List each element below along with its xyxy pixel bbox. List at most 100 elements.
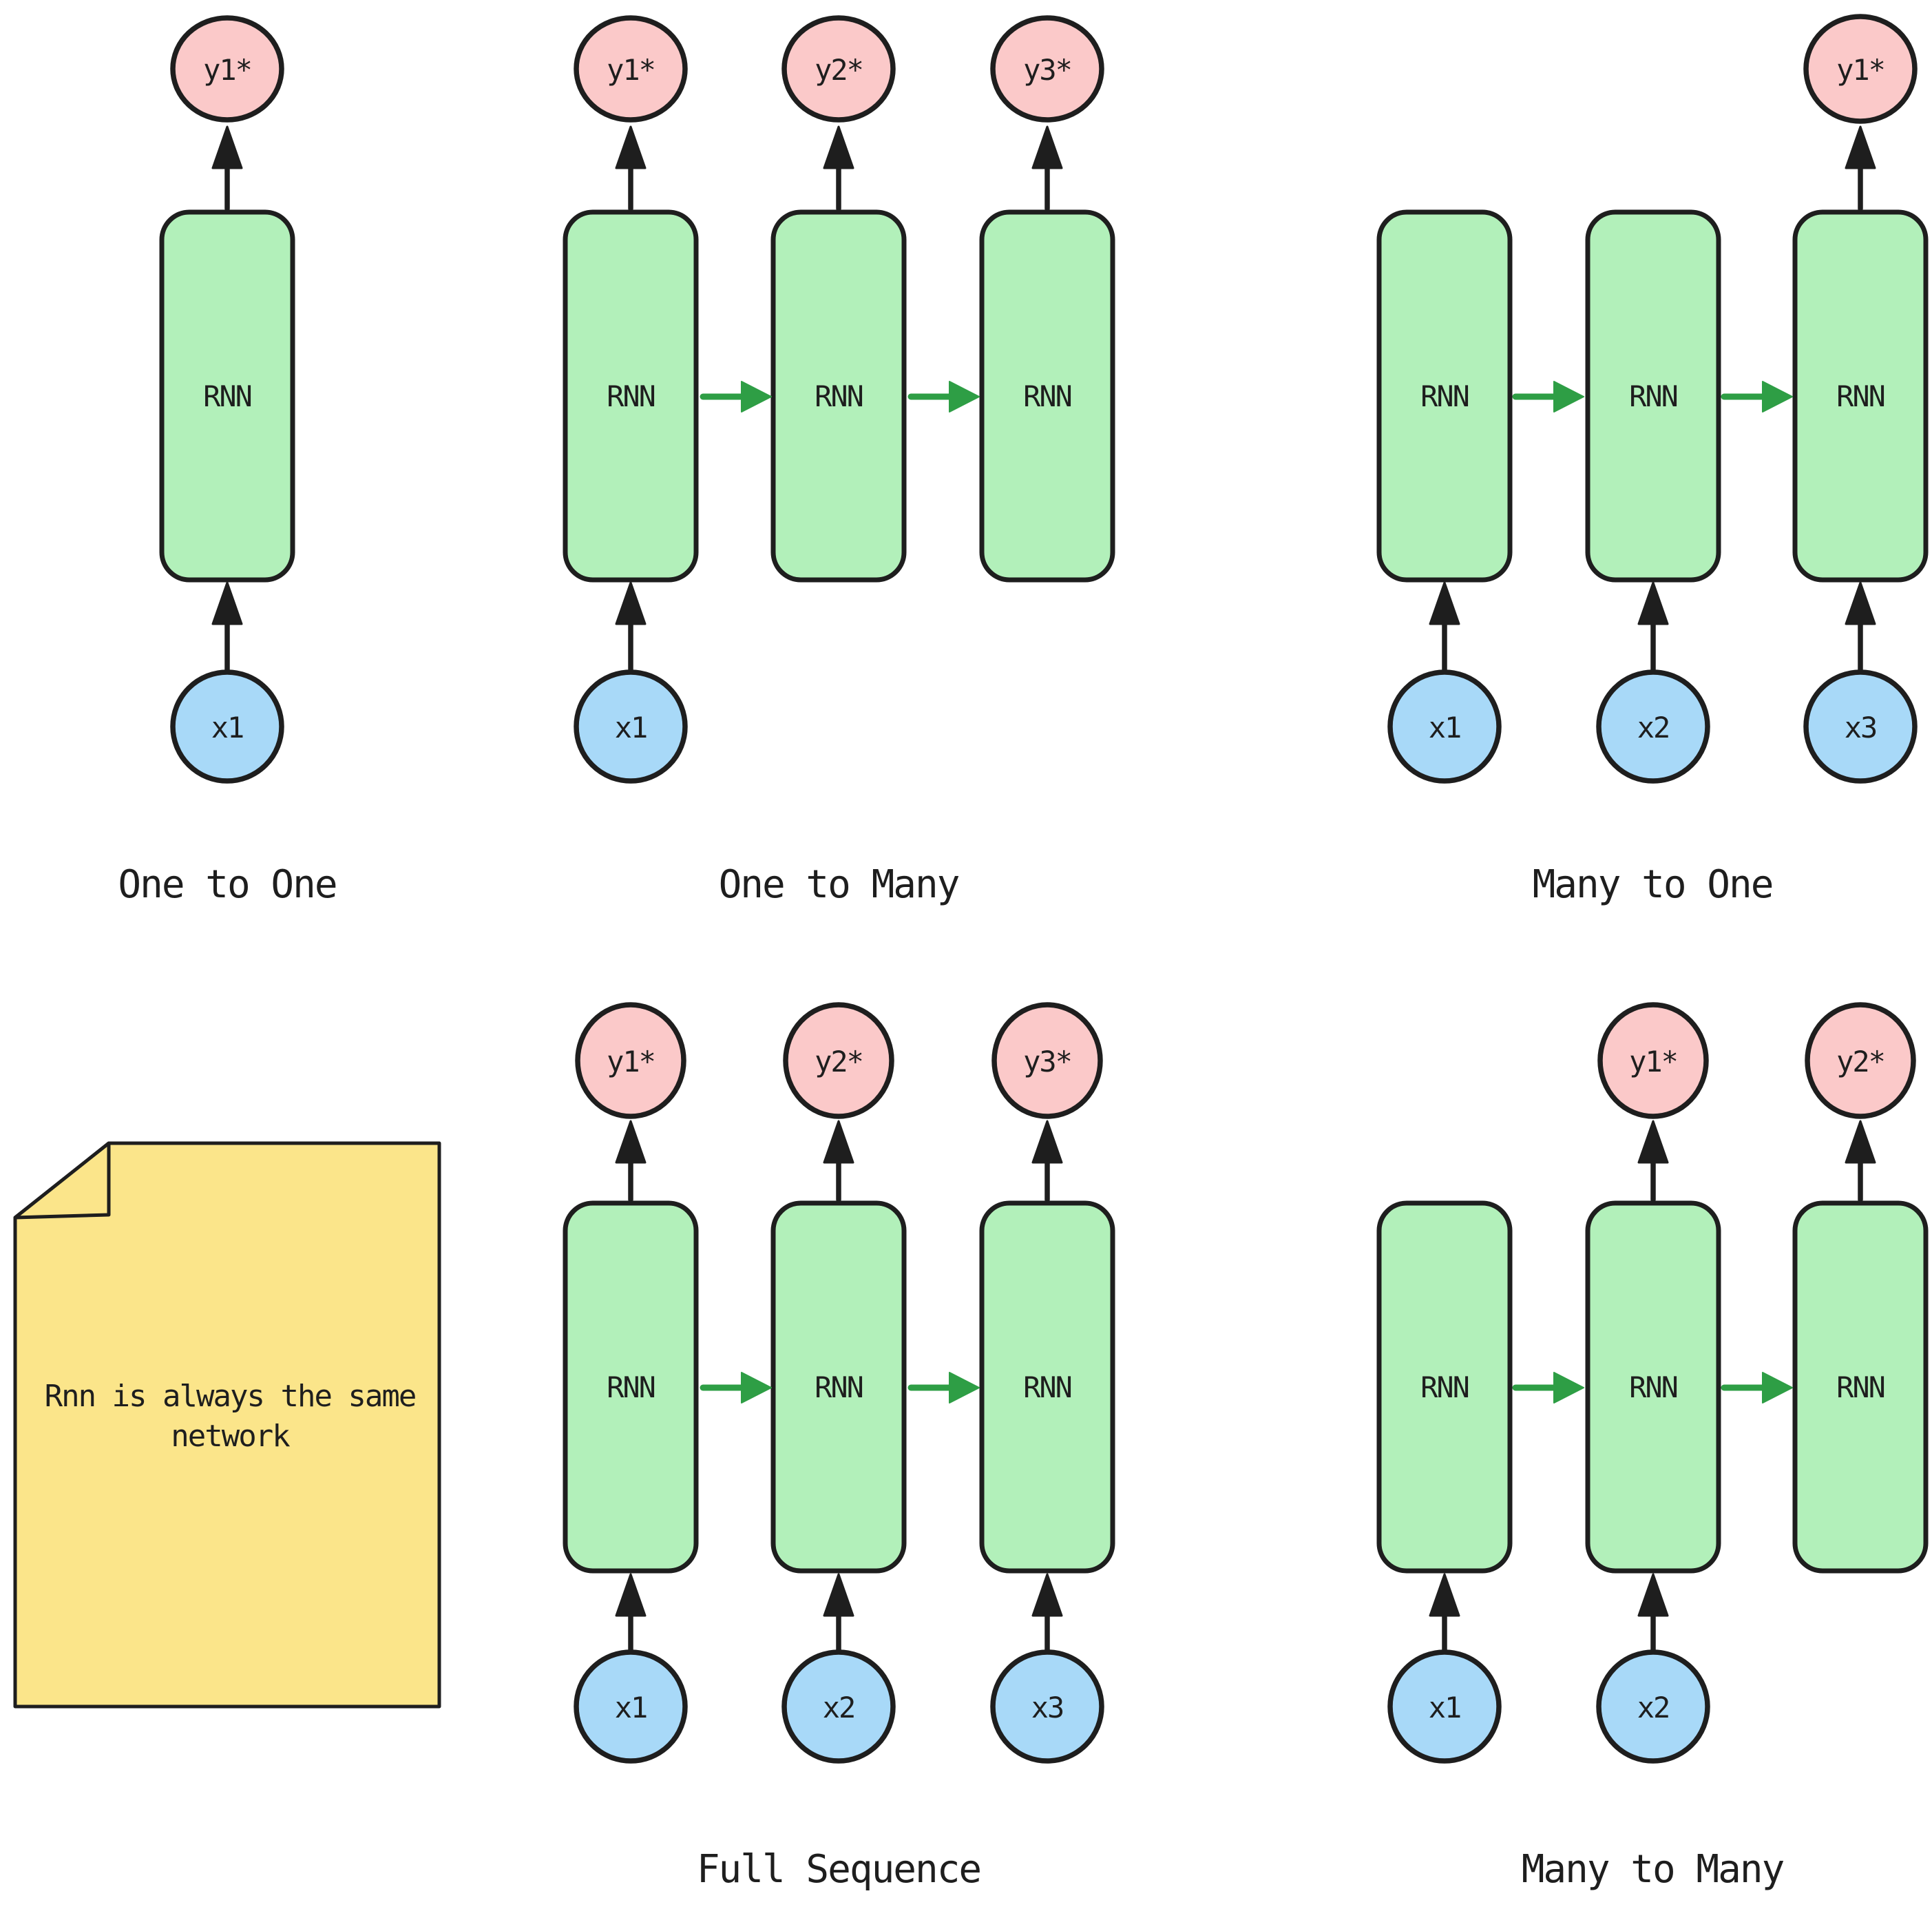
rnn-box [1792,209,1929,583]
output-circle [574,15,688,123]
rnn-label: RNN [1420,1370,1469,1404]
hidden-state-arrowhead-icon [1553,1372,1584,1404]
hidden-state-arrowhead-icon [949,1372,980,1404]
rnn-box [159,209,295,583]
rnn-box [770,209,907,583]
output-arrowhead-icon [211,125,243,169]
output-label: y1* [1629,1045,1677,1078]
output-circle [575,1002,686,1119]
output-arrowhead-icon [1637,1120,1669,1164]
rnn-box [563,1200,699,1574]
output-arrowhead-icon [823,1120,854,1164]
input-circle [1387,669,1502,784]
sticky-note-fold-icon [13,1141,111,1220]
note-text-line1: Rnn is always the same [45,1379,416,1414]
rnn-box [1376,209,1513,583]
output-label: y2* [815,53,863,87]
rnn-box [979,209,1115,583]
hidden-state-arrowhead-icon [1762,381,1793,413]
input-arrowhead-icon [1031,1573,1063,1617]
rnn-box [1585,209,1721,583]
input-arrowhead-icon [615,581,647,625]
diagram-caption: One to One [118,862,336,907]
rnn-box [1792,1200,1929,1574]
output-circle [991,1002,1103,1119]
rnn-box [1376,1200,1513,1574]
input-circle [1387,1649,1502,1764]
output-label: y1* [1836,53,1884,87]
output-arrowhead-icon [615,125,647,169]
diagram-many-to-many: y1* y2* RNN RNN RNN x1 x2 Many to Many [1376,1002,1929,1892]
diagram-caption: Full Sequence [697,1847,980,1892]
hidden-state-arrowhead-icon [741,1372,772,1404]
input-circle [170,669,284,784]
diagram-many-to-one: y1* RNN RNN RNN x1 x2 x3 Many to One [1376,14,1929,907]
input-circle [1596,669,1710,784]
input-circle [1596,1649,1710,1764]
input-circle [781,1649,896,1764]
output-circle [1803,14,1918,124]
input-label: x1 [1429,1691,1461,1724]
diagram-full-sequence: y1* y2* y3* RNN RNN RNN x1 x2 [563,1002,1115,1892]
output-circle [783,1002,894,1119]
input-label: x1 [1429,711,1461,744]
output-circle [170,15,284,123]
input-label: x1 [615,1691,647,1724]
rnn-box [979,1200,1115,1574]
rnn-label: RNN [1023,379,1071,413]
input-arrowhead-icon [1845,581,1876,625]
output-circle [1805,1002,1916,1119]
input-label: x2 [1637,1691,1670,1724]
input-arrowhead-icon [615,1573,647,1617]
output-arrowhead-icon [823,125,854,169]
output-label: y2* [1836,1045,1884,1078]
rnn-box [563,209,699,583]
rnn-label: RNN [1023,1370,1071,1404]
diagram-caption: Many to One [1533,862,1773,907]
input-label: x3 [1845,711,1877,744]
diagram-one-to-many: y1* y2* y3* RNN RNN RNN x1 One to Many [563,15,1115,907]
rnn-label: RNN [815,379,863,413]
output-label: y1* [607,1045,655,1078]
diagram-one-to-one: y1* RNN x1 One to One [118,15,338,907]
output-arrowhead-icon [1031,1120,1063,1164]
input-circle [990,1649,1104,1764]
note-text-line2: network [171,1419,290,1454]
rnn-label: RNN [815,1370,863,1404]
output-label: y3* [1023,53,1071,87]
output-circle [781,15,896,123]
output-label: y1* [607,53,655,87]
rnn-label: RNN [607,379,655,413]
input-circle [574,1649,688,1764]
input-label: x1 [211,711,244,744]
diagram-caption: Many to Many [1522,1847,1784,1892]
rnn-label: RNN [1420,379,1469,413]
rnn-label: RNN [1836,379,1884,413]
sticky-note: Rnn is always the same network [13,1141,441,1709]
input-arrowhead-icon [1429,1573,1460,1617]
input-arrowhead-icon [1429,581,1460,625]
hidden-state-arrowhead-icon [741,381,772,413]
rnn-label: RNN [1629,379,1677,413]
output-circle [1597,1002,1709,1119]
diagram-caption: One to Many [719,862,959,907]
hidden-state-arrowhead-icon [949,381,980,413]
input-circle [1803,669,1918,784]
output-label: y3* [1023,1045,1071,1078]
rnn-box [770,1200,907,1574]
rnn-label: RNN [1629,1370,1677,1404]
input-label: x1 [615,711,647,744]
input-circle [574,669,688,784]
input-label: x2 [823,1691,855,1724]
input-label: x2 [1637,711,1670,744]
rnn-box [1585,1200,1721,1574]
output-arrowhead-icon [1845,125,1876,169]
input-arrowhead-icon [211,581,243,625]
output-arrowhead-icon [1845,1120,1876,1164]
output-arrowhead-icon [1031,125,1063,169]
output-arrowhead-icon [615,1120,647,1164]
input-arrowhead-icon [1637,581,1669,625]
input-arrowhead-icon [1637,1573,1669,1617]
